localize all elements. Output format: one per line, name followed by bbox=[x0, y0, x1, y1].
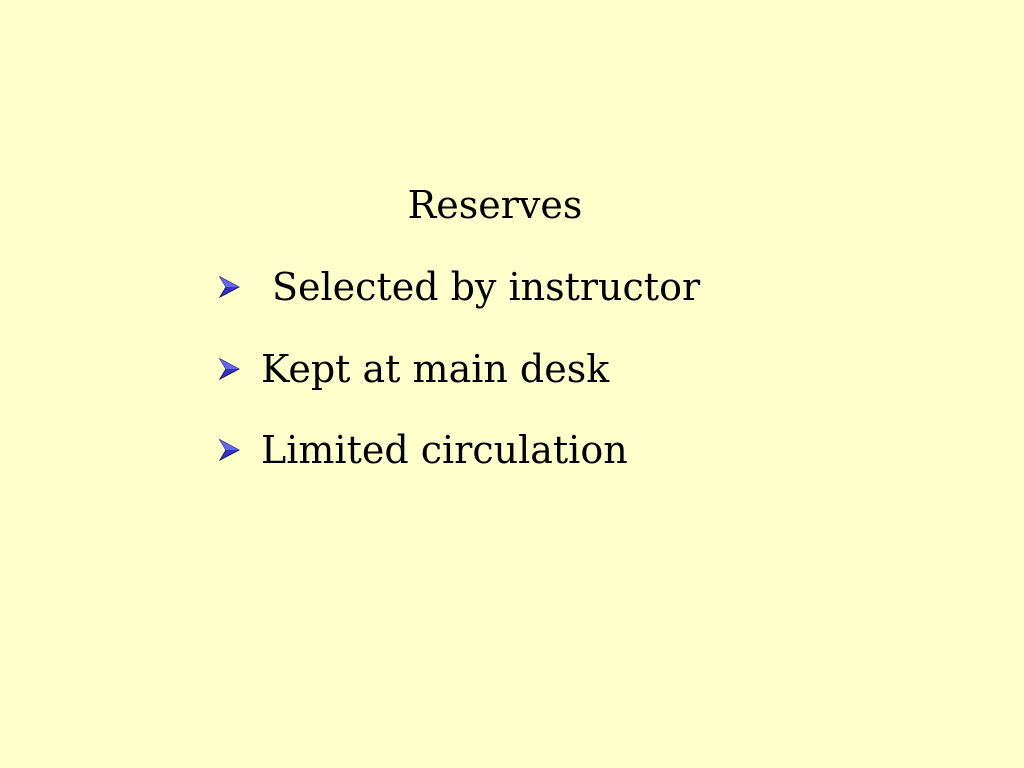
arrowhead-bullet-icon bbox=[218, 439, 246, 461]
bullet-text: Selected by instructor bbox=[272, 265, 701, 309]
arrowhead-bullet-icon bbox=[218, 358, 246, 380]
bullet-item: Selected by instructor bbox=[218, 264, 700, 310]
arrowhead-bullet-icon bbox=[218, 276, 246, 298]
bullet-text: Kept at main desk bbox=[261, 347, 610, 391]
bullet-text: Limited circulation bbox=[261, 428, 628, 472]
slide-title: Reserves bbox=[407, 183, 583, 227]
bullet-item: Limited circulation bbox=[218, 427, 628, 473]
bullet-item: Kept at main desk bbox=[218, 346, 609, 392]
